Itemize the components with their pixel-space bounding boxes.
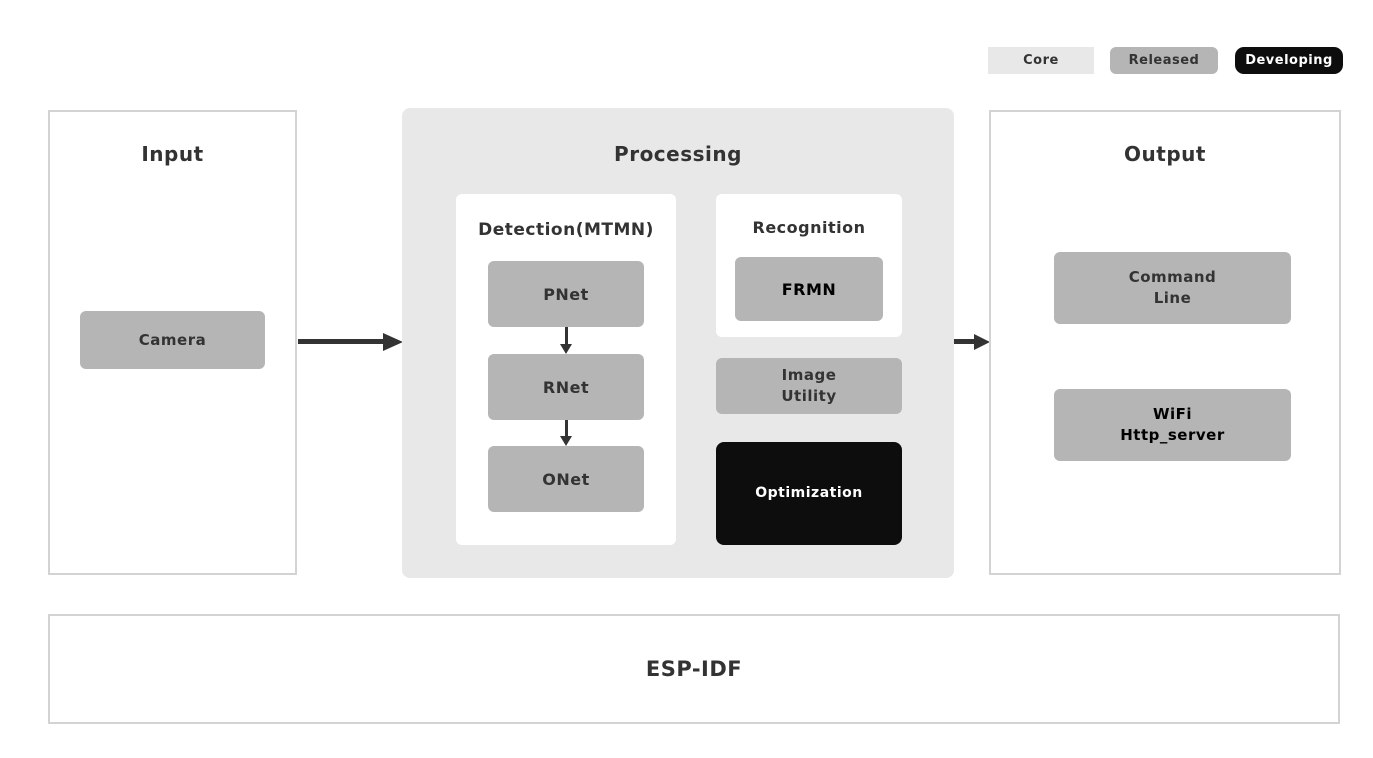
esp-idf-section: ESP-IDF <box>48 614 1340 724</box>
recognition-title: Recognition <box>752 218 866 237</box>
frmn-node: FRMN <box>735 257 883 321</box>
arrow-shaft <box>298 339 383 344</box>
legend-item-developing: Developing <box>1235 47 1343 74</box>
rnet-node: RNet <box>488 354 644 420</box>
arrow-head-icon <box>974 334 990 350</box>
detection-title: Detection(MTMN) <box>478 220 654 240</box>
legend-item-released: Released <box>1110 47 1218 74</box>
node-label-line: Image <box>781 366 837 384</box>
legend-item-core: Core <box>988 47 1094 74</box>
arrow-head-icon <box>560 436 572 446</box>
esp-idf-title: ESP-IDF <box>645 657 743 681</box>
processing-section-title: Processing <box>614 142 742 166</box>
arrow-processing-to-output <box>954 334 990 350</box>
arrow-shaft <box>565 420 568 436</box>
output-section: Output Command Line WiFi Http_server <box>989 110 1341 575</box>
recognition-subbox: Recognition FRMN <box>716 194 902 337</box>
wifi-http-server-node: WiFi Http_server <box>1054 389 1291 461</box>
arrow-input-to-processing <box>298 333 403 351</box>
command-line-node: Command Line <box>1054 252 1291 324</box>
arrow-head-icon <box>560 344 572 354</box>
onet-node: ONet <box>488 446 644 512</box>
input-section-title: Input <box>141 142 204 166</box>
pnet-node: PNet <box>488 261 644 327</box>
input-section: Input Camera <box>48 110 297 575</box>
optimization-node: Optimization <box>716 442 902 545</box>
camera-node: Camera <box>80 311 265 369</box>
arrow-shaft <box>565 327 568 344</box>
arrow-rnet-to-onet <box>560 420 572 446</box>
detection-subbox: Detection(MTMN) PNet RNet ONet <box>456 194 676 545</box>
output-section-title: Output <box>1124 142 1206 166</box>
node-label-line: Http_server <box>1120 426 1225 444</box>
processing-section: Processing Detection(MTMN) PNet RNet ONe… <box>402 108 954 578</box>
image-utility-node: Image Utility <box>716 358 902 414</box>
arrow-shaft <box>954 339 974 344</box>
arrow-pnet-to-rnet <box>560 327 572 354</box>
node-label-line: Command <box>1128 268 1217 286</box>
arrow-head-icon <box>383 333 403 351</box>
node-label-line: Line <box>1153 289 1192 307</box>
node-label-line: Utility <box>781 387 837 405</box>
node-label-line: WiFi <box>1152 405 1193 423</box>
